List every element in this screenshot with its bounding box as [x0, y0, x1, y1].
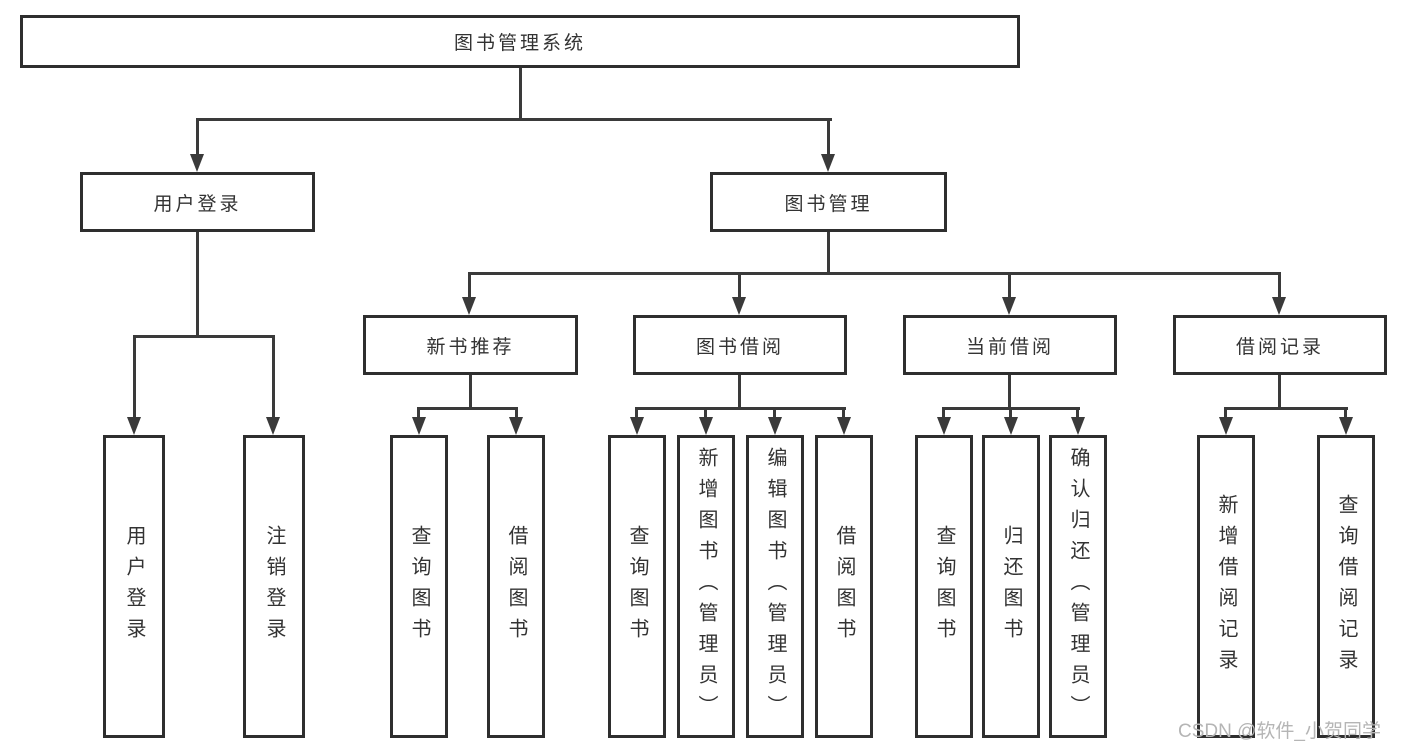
- arrowhead-down-icon: [1339, 417, 1353, 435]
- leaf-label: 确认归还（管理员）: [1067, 447, 1089, 726]
- node-label: 用户登录: [153, 193, 242, 215]
- connector-line: [738, 375, 741, 407]
- leaf-label: 查询图书: [408, 524, 430, 649]
- node-label: 借阅记录: [1235, 336, 1324, 358]
- leaf-query-borrow-record: 查询借阅记录: [1317, 435, 1375, 738]
- leaf-edit-books-admin: 编辑图书（管理员）: [746, 435, 804, 738]
- leaf-user-login: 用户登录: [103, 435, 165, 738]
- connector-line: [1278, 272, 1281, 297]
- leaf-add-borrow-record: 新增借阅记录: [1197, 435, 1255, 738]
- leaf-label: 新增借阅记录: [1215, 493, 1237, 680]
- node-user-login-branch: 用户登录: [80, 172, 315, 232]
- connector-line: [468, 272, 471, 297]
- arrowhead-down-icon: [732, 297, 746, 315]
- arrowhead-down-icon: [699, 417, 713, 435]
- node-current-borrow: 当前借阅: [903, 315, 1117, 375]
- leaf-label: 查询图书: [933, 524, 955, 649]
- connector-line: [1008, 272, 1011, 297]
- connector-line: [417, 407, 518, 410]
- node-root: 图书管理系统: [20, 15, 1020, 68]
- connector-line: [468, 272, 1281, 275]
- arrowhead-down-icon: [1219, 417, 1233, 435]
- connector-line: [1009, 407, 1012, 417]
- connector-line: [1008, 375, 1011, 407]
- connector-line: [196, 232, 199, 335]
- leaf-label: 归还图书: [1000, 524, 1022, 649]
- leaf-label: 用户登录: [123, 524, 145, 649]
- arrowhead-down-icon: [837, 417, 851, 435]
- connector-line: [519, 68, 522, 118]
- node-label: 当前借阅: [965, 336, 1054, 358]
- connector-line: [635, 407, 638, 417]
- leaf-add-books-admin: 新增图书（管理员）: [677, 435, 735, 738]
- connector-line: [515, 407, 518, 417]
- leaf-return-books: 归还图书: [982, 435, 1040, 738]
- connector-line: [1224, 407, 1227, 417]
- connector-line: [272, 335, 275, 417]
- arrowhead-down-icon: [821, 154, 835, 172]
- connector-line: [704, 407, 707, 417]
- connector-line: [842, 407, 845, 417]
- connector-line: [133, 335, 136, 417]
- arrowhead-down-icon: [1272, 297, 1286, 315]
- arrowhead-down-icon: [1002, 297, 1016, 315]
- node-new-book-recommend: 新书推荐: [363, 315, 578, 375]
- connector-line: [635, 407, 846, 410]
- leaf-query-books-current: 查询图书: [915, 435, 973, 738]
- arrowhead-down-icon: [127, 417, 141, 435]
- connector-line: [1224, 407, 1348, 410]
- arrowhead-down-icon: [509, 417, 523, 435]
- leaf-label: 编辑图书（管理员）: [764, 447, 786, 726]
- leaf-logout: 注销登录: [243, 435, 305, 738]
- leaf-label: 借阅图书: [833, 524, 855, 649]
- arrowhead-down-icon: [412, 417, 426, 435]
- connector-line: [827, 232, 830, 272]
- connector-line: [196, 118, 832, 121]
- arrowhead-down-icon: [190, 154, 204, 172]
- leaf-label: 查询借阅记录: [1335, 493, 1357, 680]
- node-book-borrow: 图书借阅: [633, 315, 847, 375]
- node-borrow-records: 借阅记录: [1173, 315, 1387, 375]
- arrowhead-down-icon: [768, 417, 782, 435]
- connector-line: [469, 375, 472, 407]
- connector-line: [773, 407, 776, 417]
- leaf-label: 新增图书（管理员）: [695, 447, 717, 726]
- node-label: 新书推荐: [426, 336, 515, 358]
- connector-line: [196, 118, 199, 154]
- node-label: 图书借阅: [695, 336, 784, 358]
- node-label: 图书管理: [784, 193, 873, 215]
- arrowhead-down-icon: [1071, 417, 1085, 435]
- node-book-management: 图书管理: [710, 172, 947, 232]
- connector-line: [1076, 407, 1079, 417]
- leaf-borrow-books: 借阅图书: [815, 435, 873, 738]
- connector-line: [827, 118, 830, 154]
- leaf-borrow-books-recommend: 借阅图书: [487, 435, 545, 738]
- connector-line: [133, 335, 275, 338]
- node-root-label: 图书管理系统: [453, 33, 586, 54]
- arrowhead-down-icon: [1004, 417, 1018, 435]
- watermark: CSDN @软件_小贺同学: [1178, 721, 1381, 742]
- leaf-label: 注销登录: [263, 524, 285, 649]
- connector-line: [738, 272, 741, 297]
- connector-line: [942, 407, 945, 417]
- connector-line: [1344, 407, 1347, 417]
- arrowhead-down-icon: [462, 297, 476, 315]
- leaf-confirm-return-admin: 确认归还（管理员）: [1049, 435, 1107, 738]
- arrowhead-down-icon: [630, 417, 644, 435]
- leaf-label: 查询图书: [626, 524, 648, 649]
- arrowhead-down-icon: [266, 417, 280, 435]
- leaf-query-books-borrow: 查询图书: [608, 435, 666, 738]
- connector-line: [417, 407, 420, 417]
- leaf-label: 借阅图书: [505, 524, 527, 649]
- leaf-query-books-recommend: 查询图书: [390, 435, 448, 738]
- arrowhead-down-icon: [937, 417, 951, 435]
- connector-line: [1278, 375, 1281, 407]
